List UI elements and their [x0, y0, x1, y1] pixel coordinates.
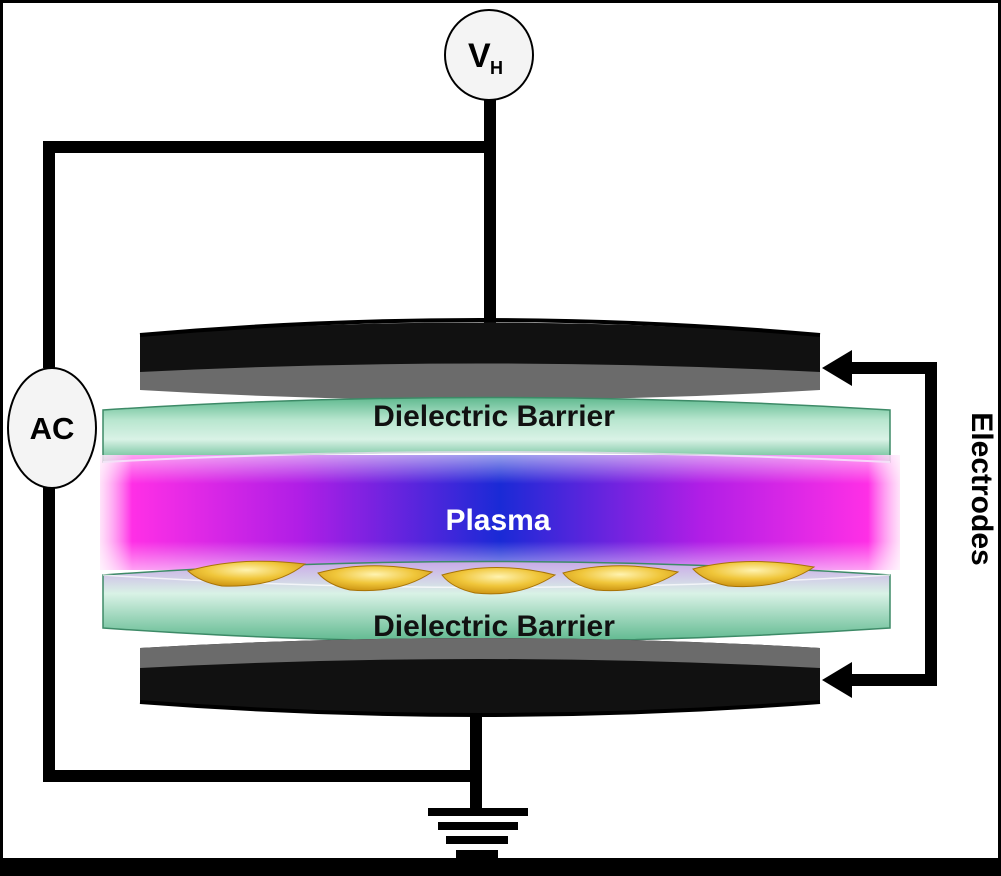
top-barrier-label: Dielectric Barrier — [373, 400, 615, 433]
vh-meter-circle — [444, 9, 534, 101]
arrow-to-top-electrode-icon — [822, 350, 852, 386]
ground-icon — [428, 808, 528, 858]
top-dielectric-barrier: Dielectric Barrier — [102, 396, 891, 463]
sample-grains — [187, 560, 816, 595]
circuit-wires — [43, 95, 496, 810]
electrodes-label: Electrodes — [965, 412, 998, 565]
top-electrode — [139, 318, 821, 400]
bottom-electrode — [139, 638, 821, 717]
bottom-barrier-label: Dielectric Barrier — [373, 610, 615, 643]
wire-ac-to-ground — [43, 485, 476, 782]
vh-label: V — [468, 37, 491, 75]
arrow-to-bottom-electrode-icon — [822, 662, 852, 698]
grain-3 — [441, 567, 557, 595]
grain-1 — [187, 560, 307, 587]
ac-source: AC — [7, 367, 97, 489]
wire-top-to-ac — [43, 141, 490, 368]
ac-source-ellipse — [7, 367, 97, 489]
plasma-label: Plasma — [445, 504, 550, 537]
grain-4 — [562, 565, 680, 592]
ac-label: AC — [30, 411, 75, 446]
electrodes-indicator: Electrodes — [822, 350, 998, 698]
bottom-dielectric-barrier: Dielectric Barrier — [102, 560, 891, 643]
vh-meter: V H — [444, 9, 534, 101]
plasma-region: Plasma — [100, 451, 900, 570]
grain-5 — [692, 561, 816, 588]
vh-subscript: H — [490, 58, 503, 78]
grain-2 — [317, 565, 434, 592]
